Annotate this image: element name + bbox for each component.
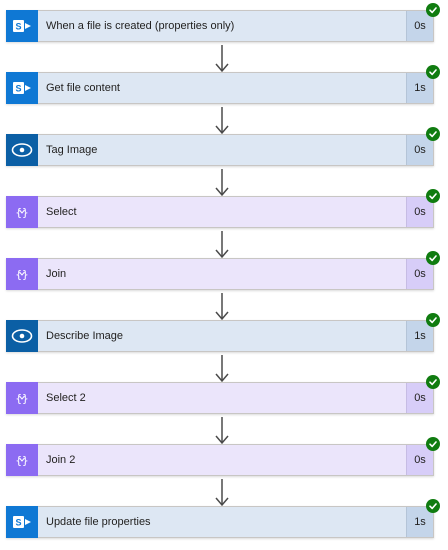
step-title: Update file properties [46, 516, 151, 528]
sharepoint-icon: S [6, 72, 38, 104]
step-update-file-properties[interactable]: S Update file properties 1s [6, 499, 440, 538]
sharepoint-icon: S [6, 506, 38, 538]
data-operation-icon: {} [6, 444, 38, 476]
step-join-2[interactable]: {} Join 2 0s [6, 437, 440, 476]
sharepoint-icon: S [6, 10, 38, 42]
eye-icon [6, 134, 38, 166]
step-get-file-content[interactable]: S Get file content 1s [6, 65, 440, 104]
connector-arrow-icon [214, 353, 230, 383]
step-title: Describe Image [46, 330, 124, 342]
step-duration: 0s [406, 197, 433, 227]
step-title: Join [46, 268, 67, 280]
connector-arrow-icon [214, 477, 230, 507]
data-operation-icon: {} [6, 382, 38, 414]
step-when-a-file-is-created[interactable]: S When a file is created (properties onl… [6, 3, 440, 42]
step-title: Join 2 [46, 454, 76, 466]
eye-icon [6, 320, 38, 352]
step-title: Tag Image [46, 144, 98, 156]
connector-arrow-icon [214, 291, 230, 321]
step-describe-image[interactable]: Describe Image 1s [6, 313, 440, 352]
success-check-icon [426, 3, 440, 17]
connector-arrow-icon [214, 43, 230, 73]
svg-text:S: S [15, 22, 21, 32]
success-check-icon [426, 313, 440, 327]
step-select[interactable]: {} Select 0s [6, 189, 440, 228]
success-check-icon [426, 127, 440, 141]
success-check-icon [426, 375, 440, 389]
step-title: Select [46, 206, 77, 218]
data-operation-icon: {} [6, 258, 38, 290]
step-title: When a file is created (properties only) [46, 20, 235, 32]
success-check-icon [426, 437, 440, 451]
data-operation-icon: {} [6, 196, 38, 228]
step-select-2[interactable]: {} Select 2 0s [6, 375, 440, 414]
step-tag-image[interactable]: Tag Image 0s [6, 127, 440, 166]
success-check-icon [426, 65, 440, 79]
svg-text:S: S [15, 518, 21, 528]
success-check-icon [426, 499, 440, 513]
step-title: Get file content [46, 82, 120, 94]
step-title: Select 2 [46, 392, 86, 404]
step-join[interactable]: {} Join 0s [6, 251, 440, 290]
svg-text:S: S [15, 84, 21, 94]
connector-arrow-icon [214, 229, 230, 259]
connector-arrow-icon [214, 415, 230, 445]
connector-arrow-icon [214, 105, 230, 135]
success-check-icon [426, 251, 440, 265]
connector-arrow-icon [214, 167, 230, 197]
success-check-icon [426, 189, 440, 203]
